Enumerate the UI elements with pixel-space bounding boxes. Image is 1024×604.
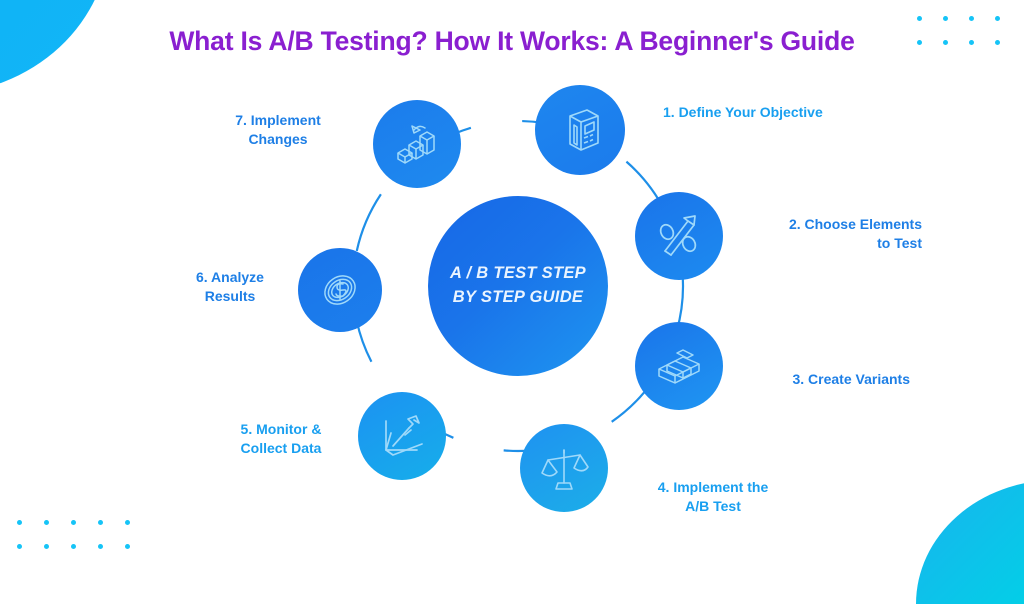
decorative-dot	[44, 543, 49, 549]
dot-grid-bottom-left	[6, 510, 141, 558]
dot-grid-top-right	[906, 6, 1010, 54]
decorative-dot	[968, 15, 974, 21]
step-label-7: 7. Implement Changes	[235, 112, 321, 148]
center-hub: A / B TEST STEP BY STEP GUIDE	[428, 196, 608, 376]
step-label-4: 4. Implement the A/B Test	[657, 479, 769, 515]
step-label-3: 3. Create Variants	[792, 371, 910, 387]
balance-scales-icon	[541, 449, 589, 490]
bar-chart-blocks-icon	[397, 125, 435, 164]
decorative-dot	[125, 543, 130, 549]
decorative-dot	[994, 39, 1000, 45]
center-hub-text: A / B TEST STEP BY STEP GUIDE	[450, 264, 586, 306]
decorative-dot	[968, 39, 974, 45]
decorative-dot	[71, 519, 76, 525]
decorative-dot	[916, 15, 922, 21]
step-node-7[interactable]	[373, 100, 461, 188]
growth-arrow-chart-icon	[385, 415, 423, 456]
decorative-dot	[71, 543, 76, 549]
decorative-dot	[98, 543, 103, 549]
step-label-2: 2. Choose Elements to Test	[788, 216, 922, 252]
decorative-dot	[916, 39, 922, 45]
decorative-dot	[17, 543, 22, 549]
dollar-coin-icon	[324, 275, 356, 305]
calculator-icon	[569, 109, 599, 151]
step-label-5: 5. Monitor & Collect Data	[240, 421, 322, 457]
step-node-5[interactable]	[358, 392, 446, 480]
stacked-boxes-icon	[658, 349, 700, 384]
decorative-dot	[942, 15, 948, 21]
step-node-4[interactable]	[520, 424, 608, 512]
ab-testing-cycle-diagram: A / B TEST STEP BY STEP GUIDE	[196, 85, 922, 515]
percent-arrow-icon	[659, 215, 697, 256]
decorative-dot	[994, 15, 1000, 21]
decorative-dot	[17, 519, 22, 525]
step-node-3[interactable]	[635, 322, 723, 410]
step-node-6[interactable]	[298, 248, 382, 332]
step-label-1: 1. Define Your Objective	[663, 104, 823, 120]
page-title: What Is A/B Testing? How It Works: A Beg…	[169, 26, 855, 56]
decorative-dot	[942, 39, 948, 45]
decorative-dot	[44, 519, 49, 525]
decorative-dot	[125, 519, 130, 525]
decorative-dot	[98, 519, 103, 525]
step-node-2[interactable]	[635, 192, 723, 280]
step-node-1[interactable]	[535, 85, 625, 175]
step-label-6: 6. Analyze Results	[196, 269, 264, 305]
